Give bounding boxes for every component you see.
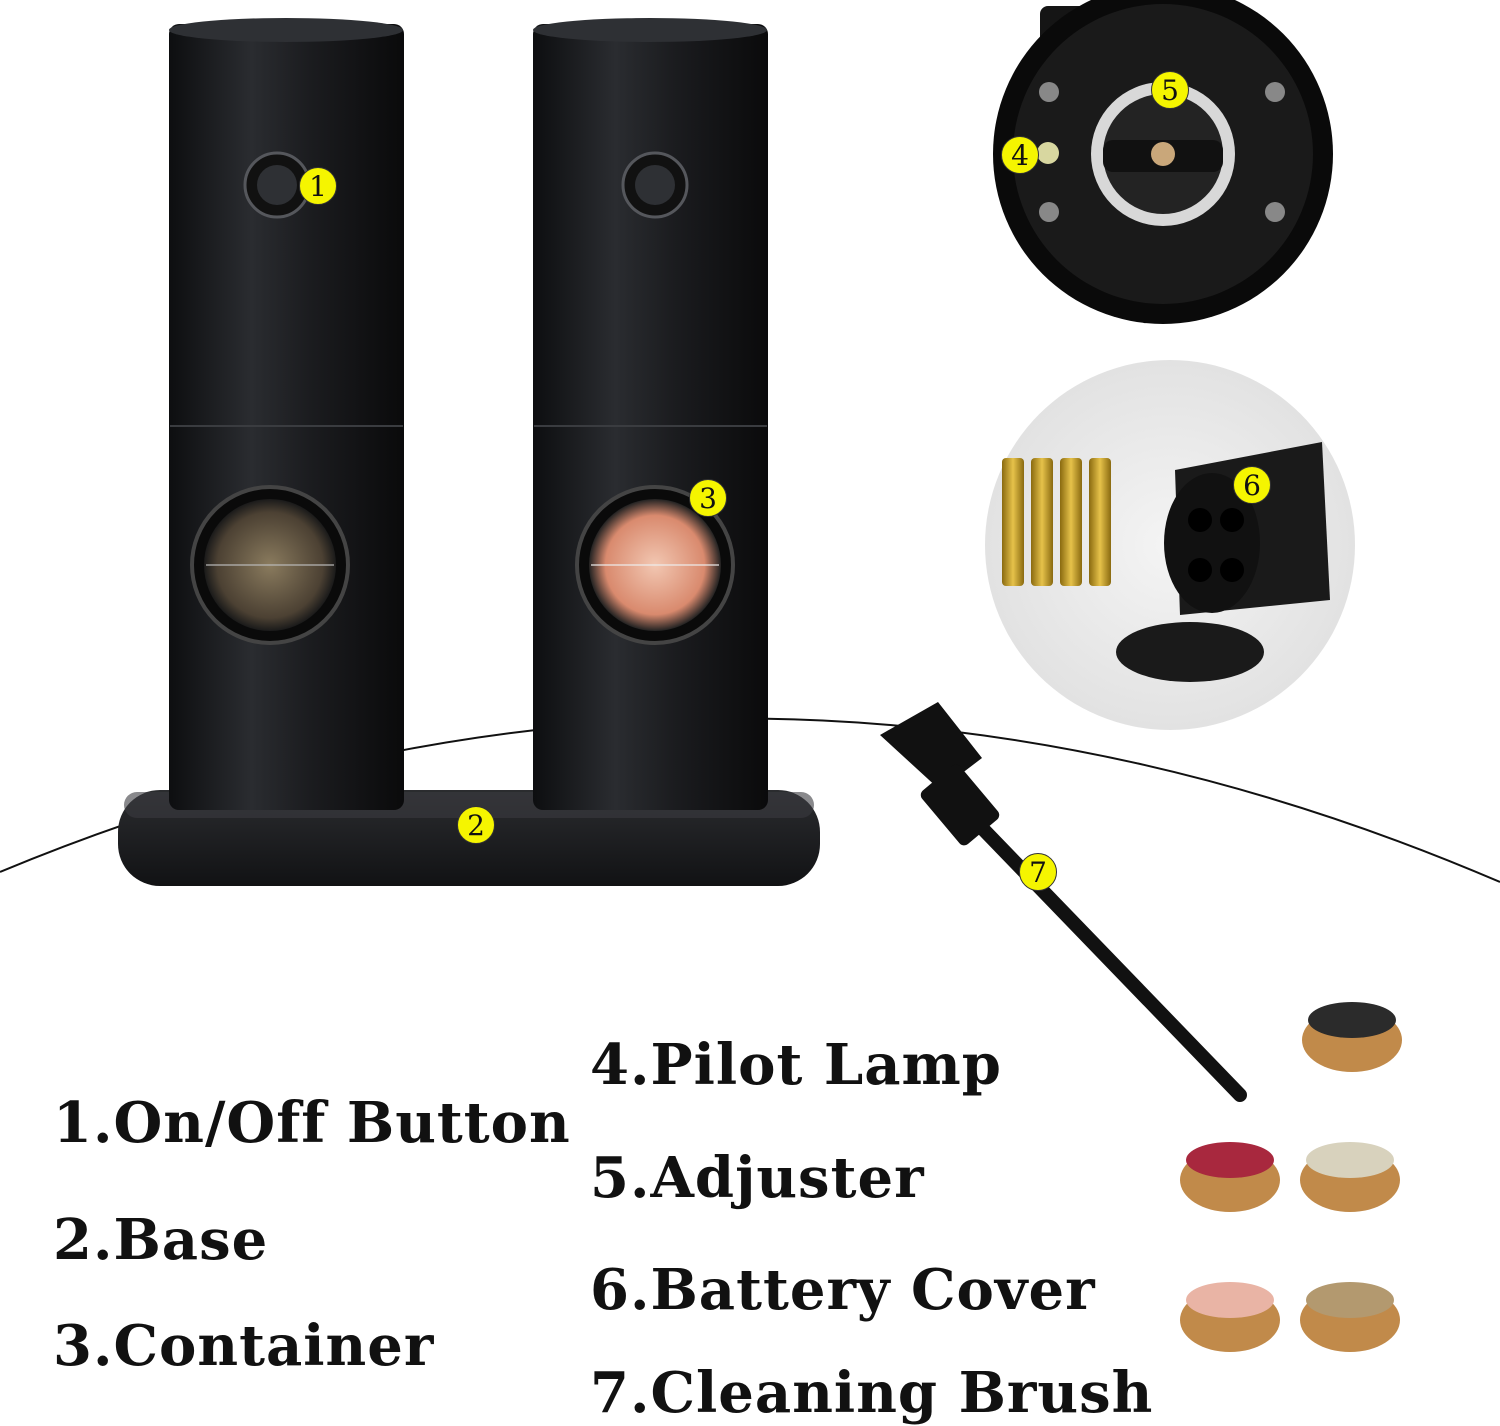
pepper-grinder [169,18,404,810]
callout-badge-4: 4 [1001,136,1039,174]
callout-badge-6: 6 [1233,466,1271,504]
callout-badge-7: 7 [1019,853,1057,891]
cleaning-brush [880,702,1247,1102]
adjuster-bottom-view [993,0,1333,324]
battery-cover-view [985,360,1355,730]
legend-item-base: 2.Base [53,1207,269,1273]
callout-badge-2: 2 [457,806,495,844]
callout-badge-1: 1 [299,167,337,205]
callout-badge-3: 3 [689,479,727,517]
spice-bowls [1180,1002,1402,1352]
salt-grinder [533,18,768,810]
legend-item-pilot-lamp: 4.Pilot Lamp [590,1032,1002,1098]
legend-item-container: 3.Container [53,1313,435,1379]
legend-item-battery-cover: 6.Battery Cover [590,1257,1096,1323]
legend-item-cleaning-brush: 7.Cleaning Brush [590,1360,1154,1426]
legend-item-adjuster: 5.Adjuster [590,1145,925,1211]
callout-badge-5: 5 [1151,71,1189,109]
legend-item-on-off-button: 1.On/Off Button [53,1090,571,1156]
